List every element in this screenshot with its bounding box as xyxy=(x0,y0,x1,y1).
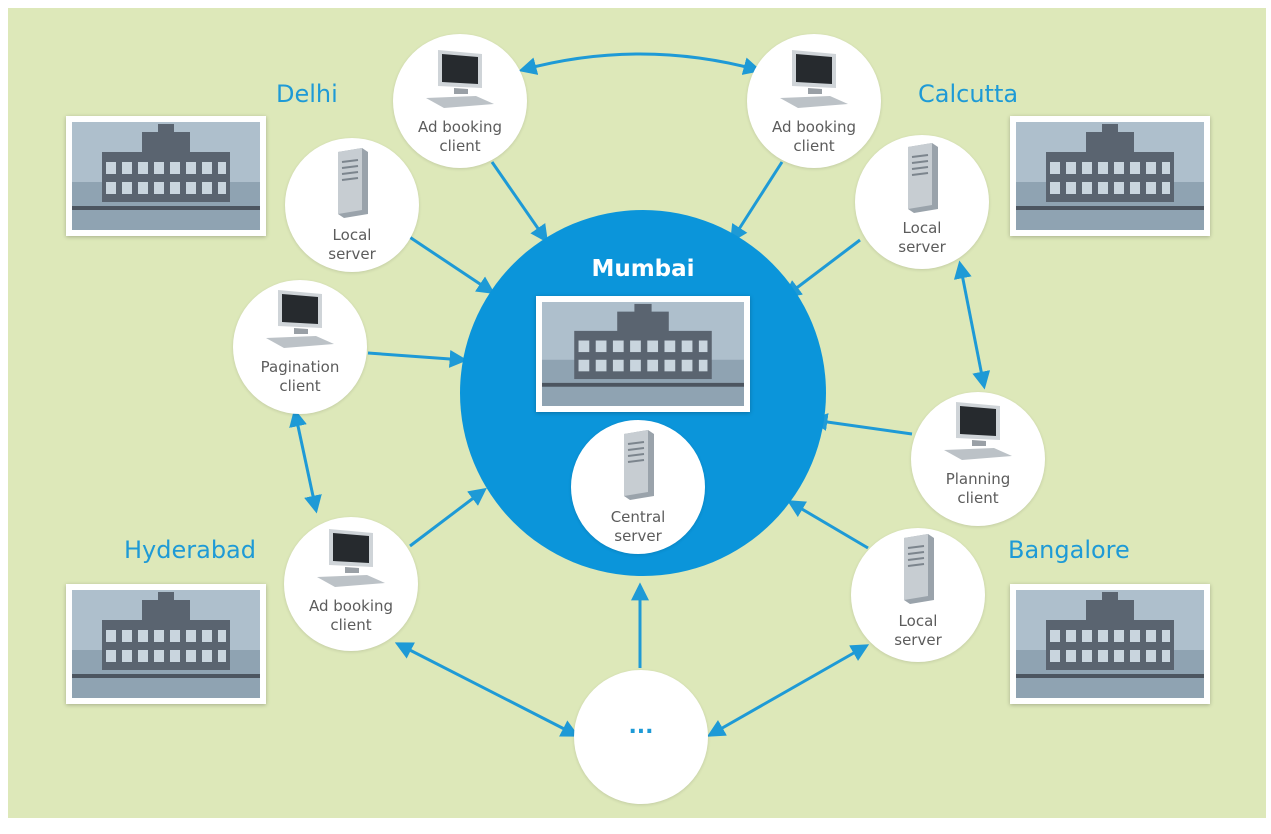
arrow-more-to-bangalore xyxy=(706,644,870,737)
monitor-icon xyxy=(426,50,494,108)
arrow-adbooking-left-to-hub xyxy=(490,161,549,243)
more-ellipsis: ... xyxy=(628,714,654,739)
arrow-bangalore-server-to-hub xyxy=(786,500,869,550)
server-icon xyxy=(908,143,938,213)
arrow-calcutta-server-to-hub xyxy=(783,238,861,299)
arrow-planning-to-hub xyxy=(809,413,913,436)
node-label-line2: server xyxy=(614,527,662,545)
node-label-line2: client xyxy=(957,489,999,507)
ad-booking-client-top-right-node: Ad booking client xyxy=(747,34,881,168)
arrow-calcutta-server-to-planning xyxy=(953,260,991,390)
node-label-line1: Pagination xyxy=(260,358,340,376)
arrow-adbooking-right-to-hub xyxy=(730,161,784,244)
hyderabad-building-photo xyxy=(66,584,266,704)
central-server-node: Central server xyxy=(571,420,705,554)
monitor-icon xyxy=(944,402,1012,460)
hyderabad-ad-booking-client-node: Ad booking client xyxy=(284,517,418,651)
city-label-bangalore: Bangalore xyxy=(1008,536,1130,564)
node-label-line2: client xyxy=(279,377,321,395)
city-label-calcutta: Calcutta xyxy=(918,80,1019,108)
mumbai-building-photo xyxy=(536,296,750,412)
calcutta-building-photo xyxy=(1010,116,1210,236)
building-icon xyxy=(1016,590,1204,698)
arrow-pagination-to-hyderabad xyxy=(289,408,322,514)
city-label-delhi: Delhi xyxy=(276,80,338,108)
building-icon xyxy=(72,590,260,698)
ad-booking-client-top-left-node: Ad booking client xyxy=(393,34,527,168)
node-label-line2: client xyxy=(793,137,835,155)
server-icon xyxy=(624,430,654,500)
building-icon xyxy=(542,302,744,406)
monitor-icon xyxy=(266,290,334,348)
monitor-icon xyxy=(317,529,385,587)
monitor-icon xyxy=(780,50,848,108)
node-label-line2: server xyxy=(328,245,376,263)
city-label-hyderabad: Hyderabad xyxy=(124,536,256,564)
node-label-line1: Central xyxy=(610,508,666,526)
node-label-line1: Ad booking xyxy=(417,118,503,136)
pagination-client-node: Pagination client xyxy=(233,280,367,414)
node-label-line2: server xyxy=(894,631,942,649)
node-label-line1: Local xyxy=(902,219,942,237)
bangalore-local-server-node: Local server xyxy=(851,528,985,662)
node-label-line1: Ad booking xyxy=(771,118,857,136)
node-label-line1: Ad booking xyxy=(308,597,394,615)
node-label-line2: server xyxy=(898,238,946,256)
calcutta-local-server-node: Local server xyxy=(855,135,989,269)
node-label-line1: Planning xyxy=(945,470,1011,488)
delhi-local-server-node: Local server xyxy=(285,138,419,272)
building-icon xyxy=(1016,122,1204,230)
building-icon xyxy=(72,122,260,230)
arrow-adbooking-to-adbooking xyxy=(518,52,762,75)
node-label-line2: client xyxy=(439,137,481,155)
node-label-line1: Local xyxy=(332,226,372,244)
server-icon xyxy=(338,148,368,218)
arrow-hyderabad-to-more xyxy=(394,642,580,737)
planning-client-node: Planning client xyxy=(911,392,1045,526)
node-label-line1: Local xyxy=(898,612,938,630)
hub-title: Mumbai xyxy=(591,256,695,282)
delhi-building-photo xyxy=(66,116,266,236)
arrow-delhi-server-to-hub xyxy=(407,234,495,294)
node-label-line2: client xyxy=(330,616,372,634)
server-icon xyxy=(904,534,934,604)
arrow-hyderabad-to-hub xyxy=(409,487,487,548)
more-node: ... xyxy=(574,670,708,804)
bangalore-building-photo xyxy=(1010,584,1210,704)
arrow-pagination-to-hub xyxy=(367,349,468,368)
